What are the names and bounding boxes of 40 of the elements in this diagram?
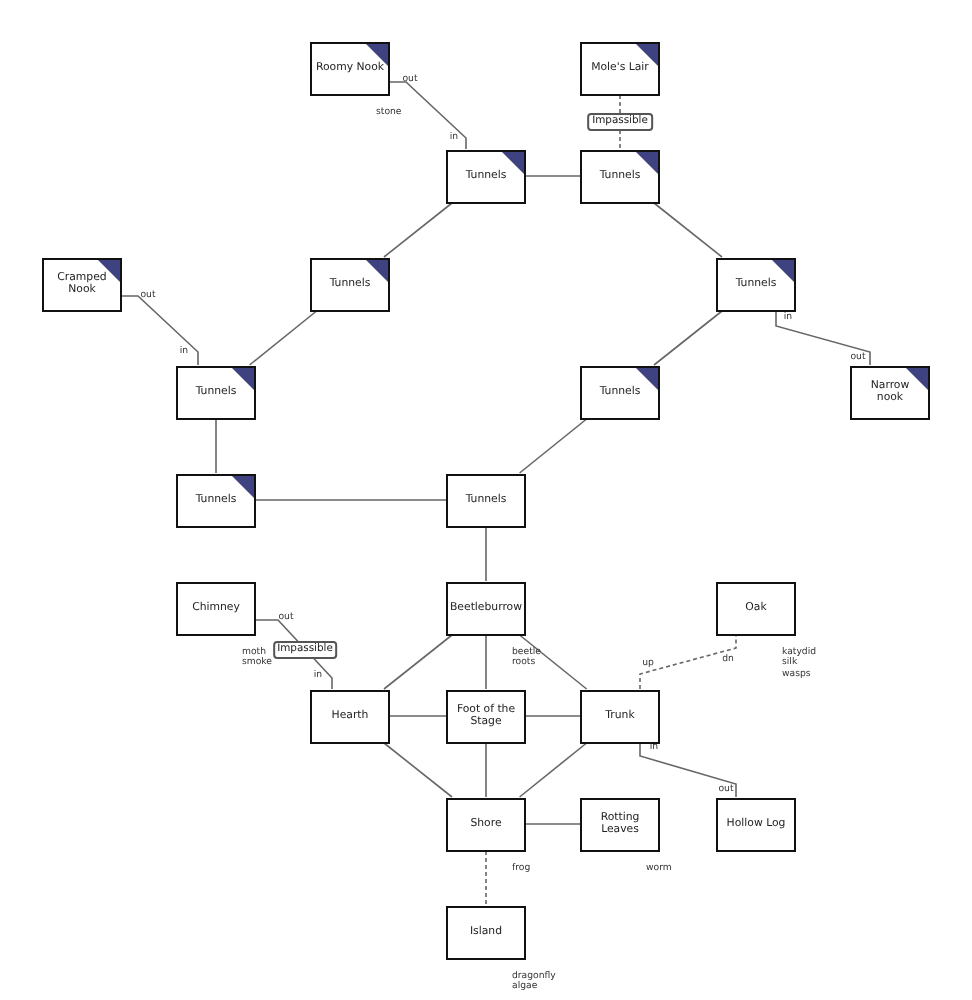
room-box [716, 797, 796, 851]
connector-line [518, 634, 588, 690]
connector-line [518, 742, 588, 798]
connector-line [639, 742, 737, 798]
connector-line [383, 742, 453, 798]
room-box [580, 149, 660, 203]
connector-line [639, 634, 737, 690]
connector-line [525, 175, 581, 177]
room-box [446, 689, 526, 743]
connector-line [389, 715, 447, 717]
connector-line [215, 418, 217, 474]
connector-line [255, 499, 447, 501]
room-box [176, 365, 256, 419]
connector-line [653, 202, 723, 258]
connector-line [485, 526, 487, 582]
room-box [580, 689, 660, 743]
connector-line [619, 94, 621, 150]
connector-line [383, 202, 453, 258]
connector-line [383, 634, 453, 690]
connector-line [485, 634, 487, 690]
connector-line [525, 823, 581, 825]
connector-line [248, 310, 318, 366]
connector-line [525, 715, 581, 717]
connector-line [518, 418, 588, 474]
room-box [580, 365, 660, 419]
connector-line [653, 310, 723, 366]
room-box [716, 257, 796, 311]
room-box [310, 689, 390, 743]
room-box [446, 149, 526, 203]
connector-line [775, 310, 871, 366]
room-box [580, 41, 660, 95]
room-box [176, 473, 256, 527]
connector-line [485, 742, 487, 798]
connector-line [389, 81, 467, 150]
room-box [850, 365, 930, 419]
room-box [42, 257, 122, 311]
connector-line [121, 295, 199, 366]
room-box [446, 473, 526, 527]
connector-line [485, 850, 487, 906]
room-box [310, 257, 390, 311]
